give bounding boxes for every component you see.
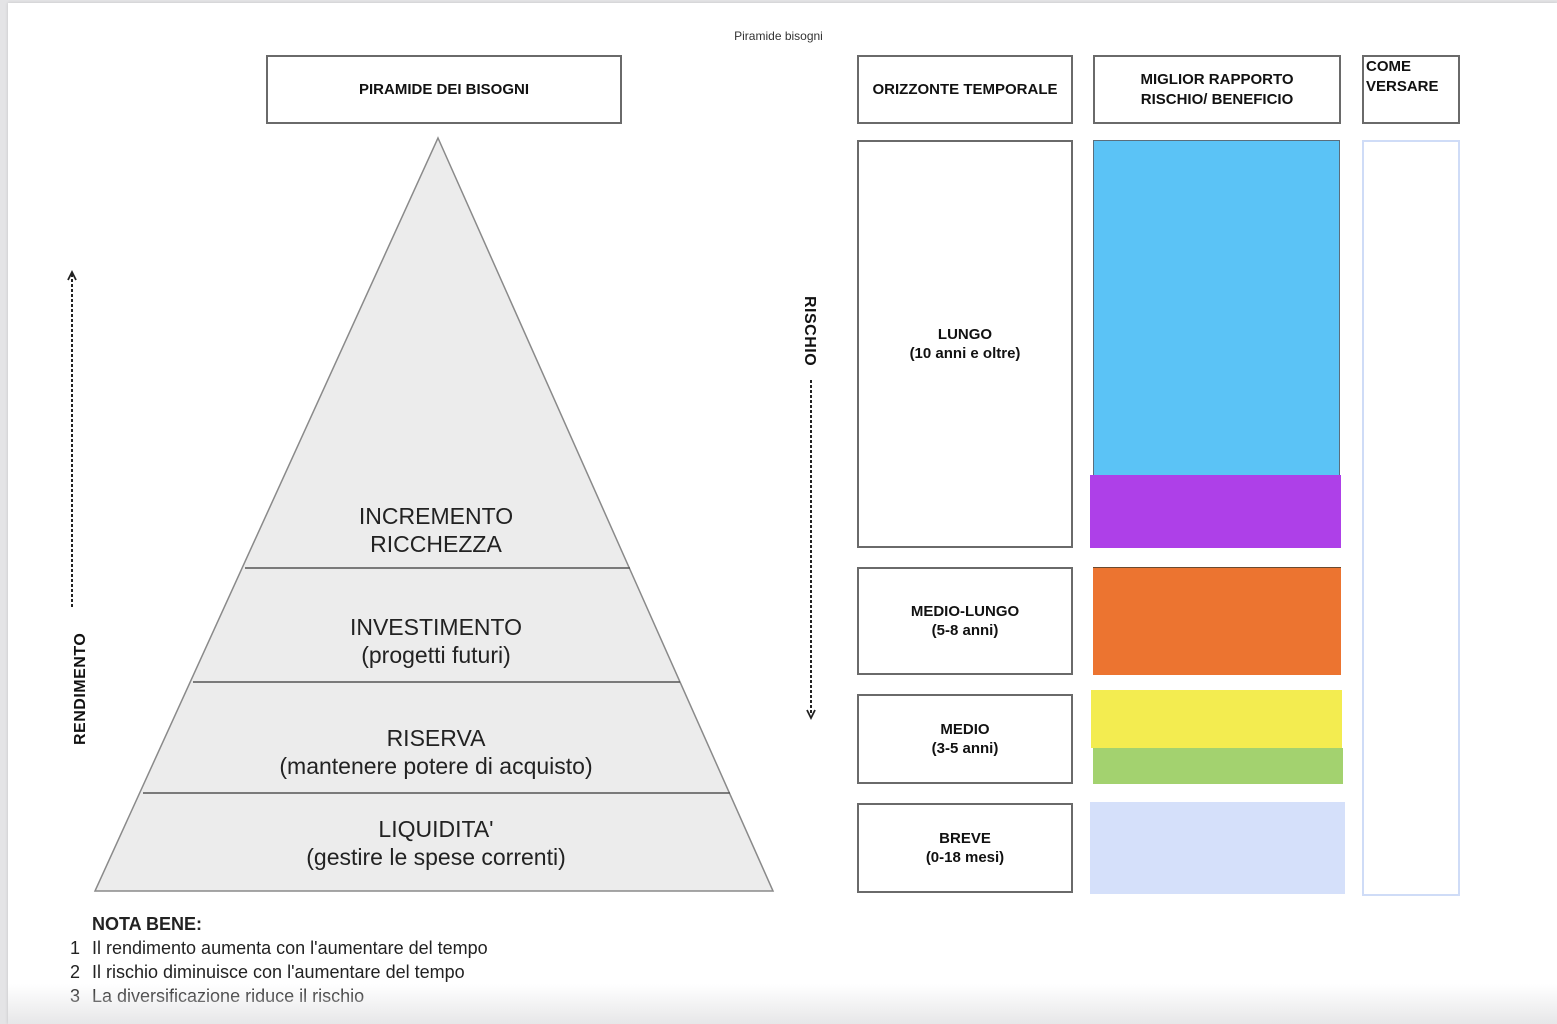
pyramid-shape bbox=[93, 136, 775, 892]
note-number: 1 bbox=[70, 938, 81, 958]
rendimento-arrow bbox=[67, 269, 77, 608]
header-orizzonte-temporale: ORIZZONTE TEMPORALE bbox=[857, 55, 1073, 124]
swatch-medio-lungo-orange bbox=[1093, 567, 1341, 675]
header-orizzonte-text: ORIZZONTE TEMPORALE bbox=[872, 80, 1058, 98]
level-subtitle: RICCHEZZA bbox=[370, 531, 502, 557]
note-item: 1 Il rendimento aumenta con l'aumentare d… bbox=[64, 936, 488, 960]
level-subtitle: (gestire le spese correnti) bbox=[306, 844, 566, 870]
note-item: 3 La diversificazione riduce il rischio bbox=[64, 984, 488, 1008]
header-come-versare: COME VERSARE bbox=[1362, 55, 1460, 124]
come-versare-column bbox=[1362, 140, 1460, 896]
nota-bene: NOTA BENE: 1 Il rendimento aumenta con l'… bbox=[64, 912, 488, 1008]
horizon-sub: (5-8 anni) bbox=[931, 622, 999, 639]
horizon-sub: (3-5 anni) bbox=[931, 740, 999, 757]
swatch-breve-lightblue bbox=[1090, 802, 1345, 894]
header-miglior-rapporto: MIGLIOR RAPPORTO RISCHIO/ BENEFICIO bbox=[1093, 55, 1341, 124]
horizon-label: MEDIO-LUNGO bbox=[910, 603, 1020, 620]
document-title: Piramide bisogni bbox=[734, 29, 823, 43]
horizon-label: BREVE bbox=[939, 830, 991, 847]
swatch-medio-yellow bbox=[1091, 690, 1342, 748]
horizon-sub: (0-18 mesi) bbox=[925, 849, 1005, 866]
arrow-up-icon bbox=[67, 269, 77, 281]
pyramid-level-investimento: INVESTIMENTO (progetti futuri) bbox=[350, 613, 522, 669]
note-text: Il rischio diminuisce con l'aumentare de… bbox=[92, 962, 465, 982]
notes-heading: NOTA BENE: bbox=[92, 914, 202, 934]
horizon-cell-lungo: LUNGO (10 anni e oltre) bbox=[857, 140, 1073, 548]
note-item: 2 Il rischio diminuisce con l'aumentare d… bbox=[64, 960, 488, 984]
horizon-label: LUNGO bbox=[937, 326, 993, 343]
horizon-sub: (10 anni e oltre) bbox=[909, 345, 1021, 362]
pyramid-level-liquidita: LIQUIDITA' (gestire le spese correnti) bbox=[306, 815, 566, 871]
note-number: 2 bbox=[70, 962, 81, 982]
pyramid-header-text: PIRAMIDE DEI BISOGNI bbox=[358, 80, 530, 98]
pyramid-level-riserva: RISERVA (mantenere potere di acquisto) bbox=[279, 724, 592, 780]
swatch-medio-green bbox=[1093, 748, 1343, 784]
header-come-line2: VERSARE bbox=[1366, 78, 1439, 95]
note-text: Il rendimento aumenta con l'aumentare de… bbox=[92, 938, 488, 958]
horizon-label: MEDIO bbox=[940, 721, 990, 738]
horizon-cell-breve: BREVE (0-18 mesi) bbox=[857, 803, 1073, 893]
level-title: INVESTIMENTO bbox=[349, 614, 523, 640]
swatch-lungo-blue bbox=[1093, 140, 1340, 478]
rendimento-label: RENDIMENTO bbox=[72, 632, 89, 745]
rischio-arrow bbox=[806, 380, 816, 721]
rischio-label: RISCHIO bbox=[801, 296, 818, 367]
level-subtitle: (mantenere potere di acquisto) bbox=[279, 753, 593, 779]
arrow-down-icon bbox=[806, 709, 816, 721]
level-subtitle: (progetti futuri) bbox=[361, 642, 511, 668]
header-come-line1: COME bbox=[1366, 58, 1411, 75]
horizon-cell-medio-lungo: MEDIO-LUNGO (5-8 anni) bbox=[857, 567, 1073, 675]
level-title: RISERVA bbox=[386, 725, 486, 751]
swatch-lungo-purple bbox=[1090, 475, 1341, 548]
level-title: INCREMENTO bbox=[358, 503, 514, 529]
note-number: 3 bbox=[70, 986, 81, 1006]
pyramid-level-incremento: INCREMENTO RICCHEZZA bbox=[359, 502, 513, 558]
header-miglior-line2: RISCHIO/ BENEFICIO bbox=[1140, 90, 1294, 108]
level-title: LIQUIDITA' bbox=[378, 816, 494, 842]
pyramid-header: PIRAMIDE DEI BISOGNI bbox=[266, 55, 622, 124]
header-miglior-line1: MIGLIOR RAPPORTO bbox=[1140, 70, 1294, 88]
note-text: La diversificazione riduce il rischio bbox=[92, 986, 365, 1006]
horizon-cell-medio: MEDIO (3-5 anni) bbox=[857, 694, 1073, 784]
